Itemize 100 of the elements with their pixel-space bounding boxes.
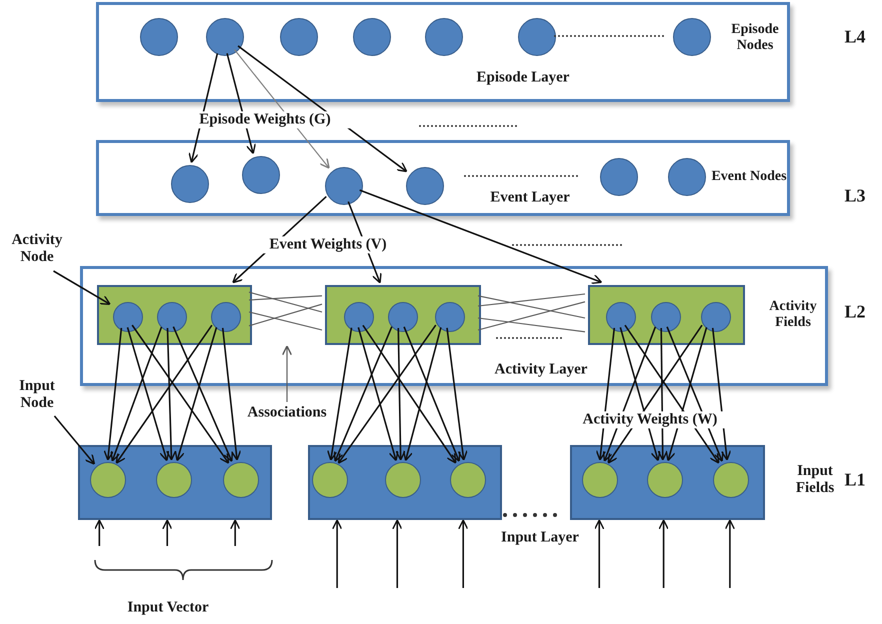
connector-line [248,292,322,313]
neuron-circle [206,18,244,56]
connector-line [478,295,586,319]
layer-name: Event Nodes [710,168,788,186]
input-field-box [570,445,765,520]
layer-box [96,140,790,216]
input-field-box [308,445,502,520]
neuron-circle [450,462,486,498]
arrow [620,327,661,462]
arrow [94,519,105,546]
neuron-circle [140,18,178,56]
layer-name: Event Layer [489,189,571,207]
activity-field-box [588,285,745,345]
activity-field-box [97,285,252,345]
arrow [458,519,468,588]
annotation-label: Input Fields [794,462,836,498]
connector-line [478,293,586,307]
callout-label: Input Node [18,378,56,412]
arrow [226,53,256,154]
layer-number: L2 [844,302,866,322]
neuron-circle [673,18,711,56]
neuron-circle [385,462,421,498]
arrow [188,53,218,164]
arrow [446,328,468,461]
connector-line [248,304,322,326]
neuron-circle [425,18,463,56]
arrow [338,324,436,464]
activity-field-box [325,285,481,345]
arrow [110,326,162,462]
arrow [658,519,669,588]
neuron-circle [518,18,556,56]
neuron-circle [647,462,683,498]
layer-name: Activity Fields [768,298,818,332]
arrow [234,49,330,169]
arrow [657,328,668,461]
layer-box [96,2,790,102]
neuron-circle [325,167,363,205]
neuron-circle [582,462,618,498]
arrow [334,326,393,462]
neuron-circle [171,165,209,203]
arrow [132,324,230,464]
neuron-circle [651,302,681,332]
layer-name: Episode Layer [476,69,570,87]
callout-label: Activity Node [10,232,64,266]
neuron-circle [600,158,638,196]
arrow [332,519,342,588]
arrow [238,45,408,172]
neuron-circle [211,302,241,332]
annotation-label: Input Vector [126,599,210,617]
arrow [232,196,327,284]
connector-line [478,317,586,332]
callout-label: Associations [246,404,328,422]
annotation-label: Input Layer [500,529,580,547]
annotation-label: L1 [843,470,866,490]
arrow [358,327,399,462]
arrow [359,189,602,284]
arrow [222,328,242,461]
neuron-circle [223,462,259,498]
neuron-circle [156,462,192,498]
connector-line [248,311,322,331]
arrow [172,326,234,462]
arrow [724,519,736,588]
layer-name: Episode Nodes [730,22,780,54]
arrow [402,327,442,462]
neuron-circle [713,462,749,498]
arrow [162,519,172,546]
arrow [594,519,604,588]
neuron-circle [312,462,348,498]
arrow [395,328,406,461]
neuron-circle [701,302,731,332]
arrow [392,519,402,588]
neuron-circle [280,18,318,56]
neuron-circle [668,158,706,196]
arrow [327,328,352,461]
arrow [712,328,732,461]
neuron-circle [344,302,374,332]
layer-number: L4 [844,26,866,48]
neuron-circle [606,302,636,332]
neuron-circle [435,302,465,332]
arrow [666,326,724,462]
connector-line [248,295,322,301]
neuron-circle [242,156,280,194]
arrow [166,328,176,461]
input-field-box [78,445,272,520]
arrow [54,416,96,465]
arrow [126,327,170,462]
neuron-circle [388,302,418,332]
layer-box [80,266,828,386]
neuron-circle [406,167,444,205]
neuron-circle [90,462,126,498]
arrow [596,328,616,461]
arrow [403,326,461,462]
layer-number: L3 [844,186,866,206]
layer-name: Activity Layer [494,361,588,379]
arrow [104,328,122,461]
arrow [602,326,656,462]
connector-line [478,301,586,331]
arrow [348,201,382,284]
arrow [174,327,218,462]
arrow [362,324,457,464]
